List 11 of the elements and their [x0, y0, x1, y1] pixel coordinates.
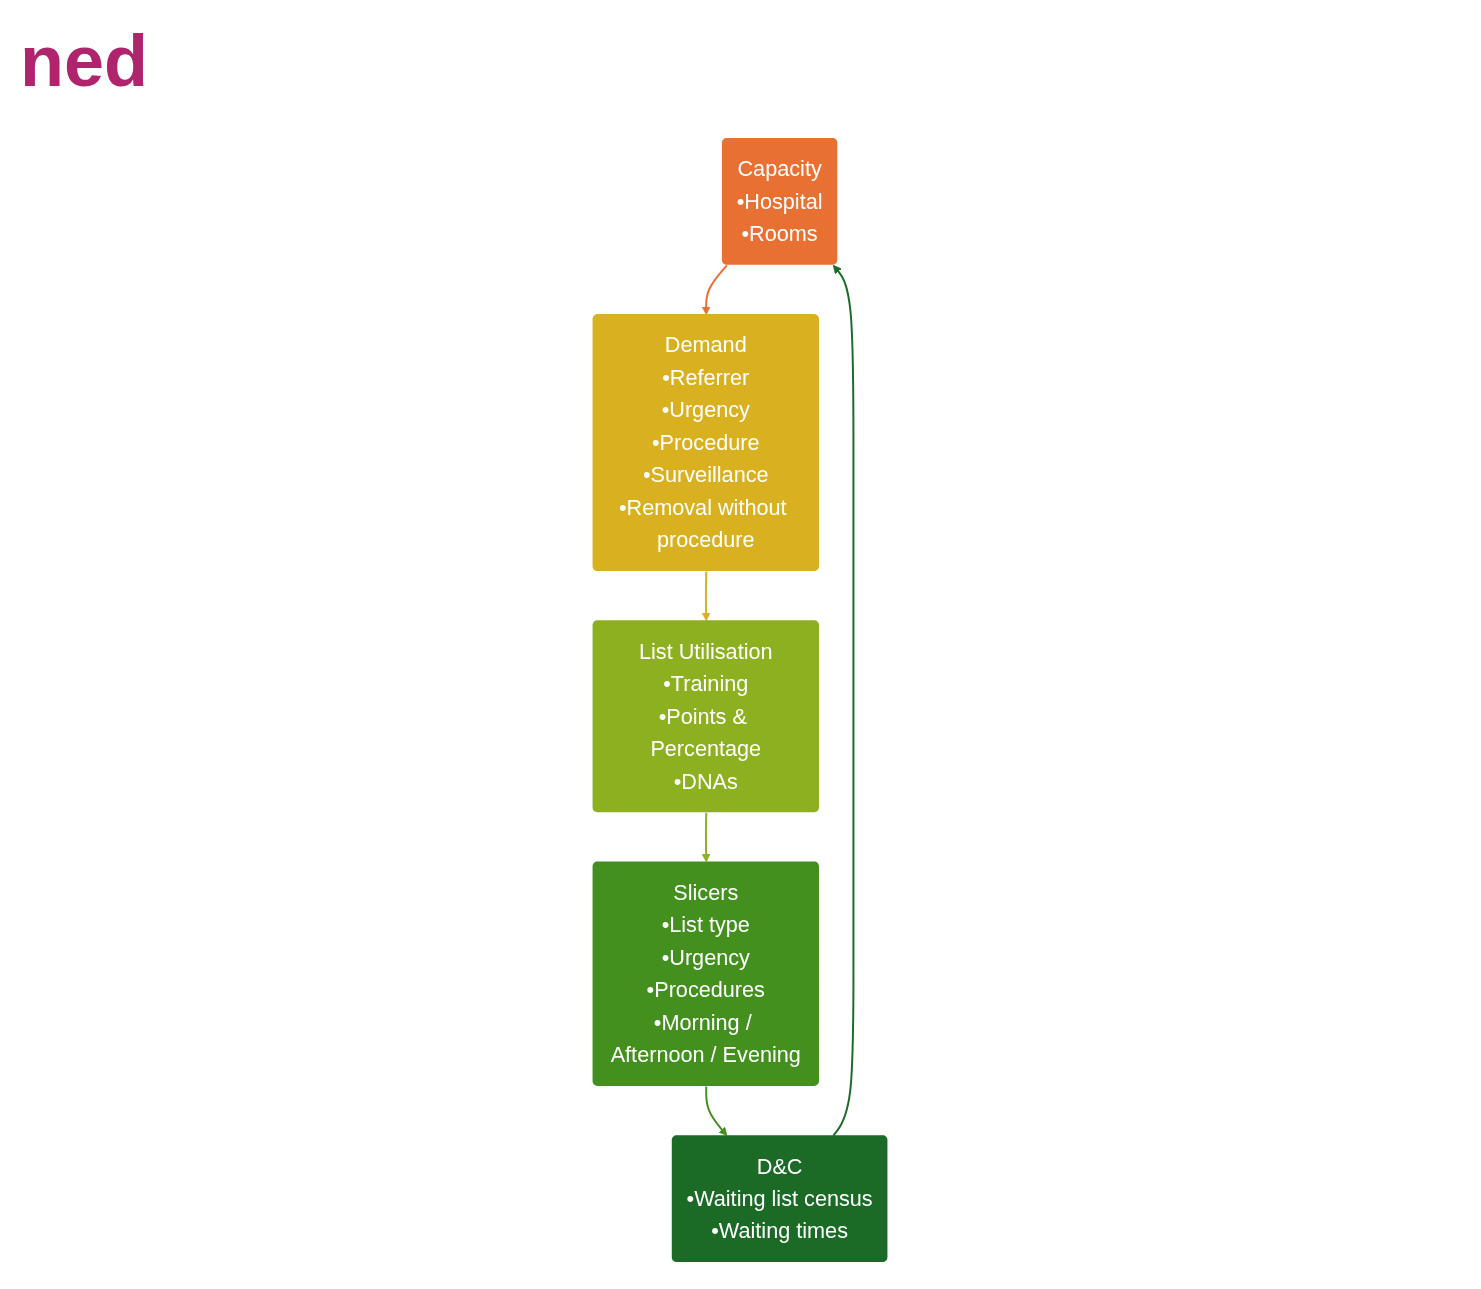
arrow: [701, 570, 711, 622]
node-box: Slicers •List type •Urgency •Procedures •Morning / Afternoon / Evening: [592, 861, 819, 1086]
node-box: Capacity •Hospital •Rooms: [721, 137, 838, 265]
arrow: [701, 264, 728, 315]
arrow: [705, 1085, 728, 1136]
node-box: D&C •Waiting list census •Waiting times: [671, 1135, 888, 1263]
arrow: [832, 264, 855, 1137]
page-title: ned: [20, 20, 148, 102]
arrow: [701, 811, 711, 863]
node-box: List Utilisation •Training •Points & Percentage •DNAs: [592, 620, 819, 813]
node-box: Demand •Referrer •Urgency •Procedure •Surveillance •Removal without procedure: [592, 314, 819, 572]
